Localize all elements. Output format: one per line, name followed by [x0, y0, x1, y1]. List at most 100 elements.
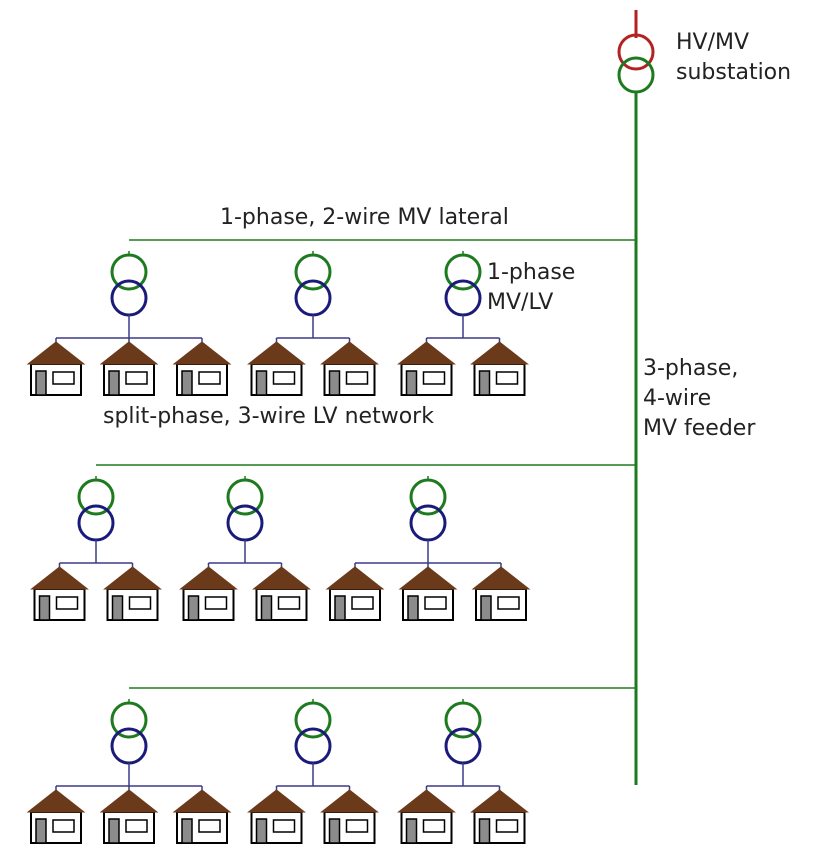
house-window — [497, 596, 520, 610]
transformer-label-line-2: MV/LV — [487, 290, 554, 315]
house-roof — [397, 341, 456, 365]
house-door — [334, 595, 346, 621]
transformer-mv-coil — [110, 253, 148, 291]
transformer-lv-coil — [444, 727, 482, 765]
mv-lv-transformer-unit — [26, 251, 232, 396]
house-roof — [247, 341, 306, 365]
transformer-mv-coil — [444, 701, 482, 739]
house-window — [198, 371, 221, 385]
house-door — [407, 595, 419, 621]
house-door — [35, 370, 47, 396]
feeder-label: 3-phase, 4-wire MV feeder — [643, 354, 755, 444]
house-window — [351, 596, 374, 610]
house — [30, 566, 89, 621]
house — [247, 341, 306, 396]
house-window — [272, 371, 296, 385]
house-door — [181, 818, 193, 844]
house-roof — [103, 566, 162, 590]
house-window — [495, 371, 519, 385]
mv-lv-transformer-unit — [247, 699, 379, 844]
transformer-label-line-1: 1-phase — [487, 260, 576, 285]
transformer-mv-coil — [409, 478, 447, 516]
mv-lv-transformer-unit — [325, 476, 531, 621]
transformer-lv-coil — [110, 727, 148, 765]
transformer-mv-coil — [294, 253, 332, 291]
house-door — [405, 370, 418, 396]
mv-lv-transformer-unit — [26, 699, 232, 844]
house-roof — [26, 789, 86, 813]
house-window — [125, 371, 148, 385]
house-door — [478, 818, 491, 844]
house-roof — [252, 566, 311, 590]
house — [470, 789, 529, 844]
house — [172, 789, 232, 844]
house — [397, 789, 456, 844]
house-window — [345, 819, 369, 833]
house-window — [125, 819, 148, 833]
transformer-lv-coil — [444, 279, 482, 317]
house-door — [328, 818, 341, 844]
house-door — [328, 370, 341, 396]
house-roof — [99, 341, 159, 365]
house-door — [405, 818, 418, 844]
house-door — [255, 370, 268, 396]
feeder-label-line-3: MV feeder — [643, 416, 756, 441]
house — [172, 341, 232, 396]
transformer-mv-coil — [294, 701, 332, 739]
house — [320, 789, 379, 844]
house-roof — [320, 341, 379, 365]
house-roof — [172, 789, 232, 813]
house-door — [478, 370, 491, 396]
house — [398, 566, 458, 621]
house-window — [345, 371, 369, 385]
house-window — [52, 371, 75, 385]
house — [397, 341, 456, 396]
house-roof — [470, 789, 529, 813]
mv-coil — [617, 56, 655, 94]
mv-lateral-group — [26, 687, 636, 844]
feeder-label-line-1: 3-phase, — [643, 356, 739, 381]
house-door — [111, 595, 124, 621]
house-window — [495, 819, 519, 833]
mv-lateral-group — [30, 464, 636, 621]
house-roof — [397, 789, 456, 813]
mv-lateral-group — [26, 239, 636, 396]
mv-lv-transformer-unit — [179, 476, 311, 621]
house-door — [108, 818, 120, 844]
house — [325, 566, 385, 621]
house — [103, 566, 162, 621]
mv-lv-transformer-unit — [397, 251, 529, 396]
house-door — [108, 370, 120, 396]
house — [471, 566, 531, 621]
substation-label-line-1: HV/MV — [676, 30, 750, 55]
mv-lv-transformer-unit — [30, 476, 162, 621]
house — [99, 789, 159, 844]
house-door — [255, 818, 268, 844]
substation-label-line-2: substation — [676, 60, 792, 85]
house — [99, 341, 159, 396]
transformer-lv-coil — [226, 504, 264, 542]
mv-lv-transformer-unit — [247, 251, 379, 396]
house-window — [422, 819, 446, 833]
transformer-label: 1-phase MV/LV — [487, 258, 575, 318]
house-door — [480, 595, 492, 621]
house-window — [52, 819, 75, 833]
house-door — [38, 595, 51, 621]
house — [320, 341, 379, 396]
substation-label: HV/MV substation — [676, 28, 791, 88]
transformer-lv-coil — [110, 279, 148, 317]
transformer-lv-coil — [409, 504, 447, 542]
mv-lv-transformer-unit — [397, 699, 529, 844]
house-door — [181, 370, 193, 396]
house — [252, 566, 311, 621]
house — [470, 341, 529, 396]
house-door — [260, 595, 273, 621]
transformer-lv-coil — [294, 727, 332, 765]
house-roof — [398, 566, 458, 590]
house-roof — [179, 566, 238, 590]
house-roof — [172, 341, 232, 365]
transformer-mv-coil — [226, 478, 264, 516]
house — [26, 789, 86, 844]
house-roof — [99, 789, 159, 813]
